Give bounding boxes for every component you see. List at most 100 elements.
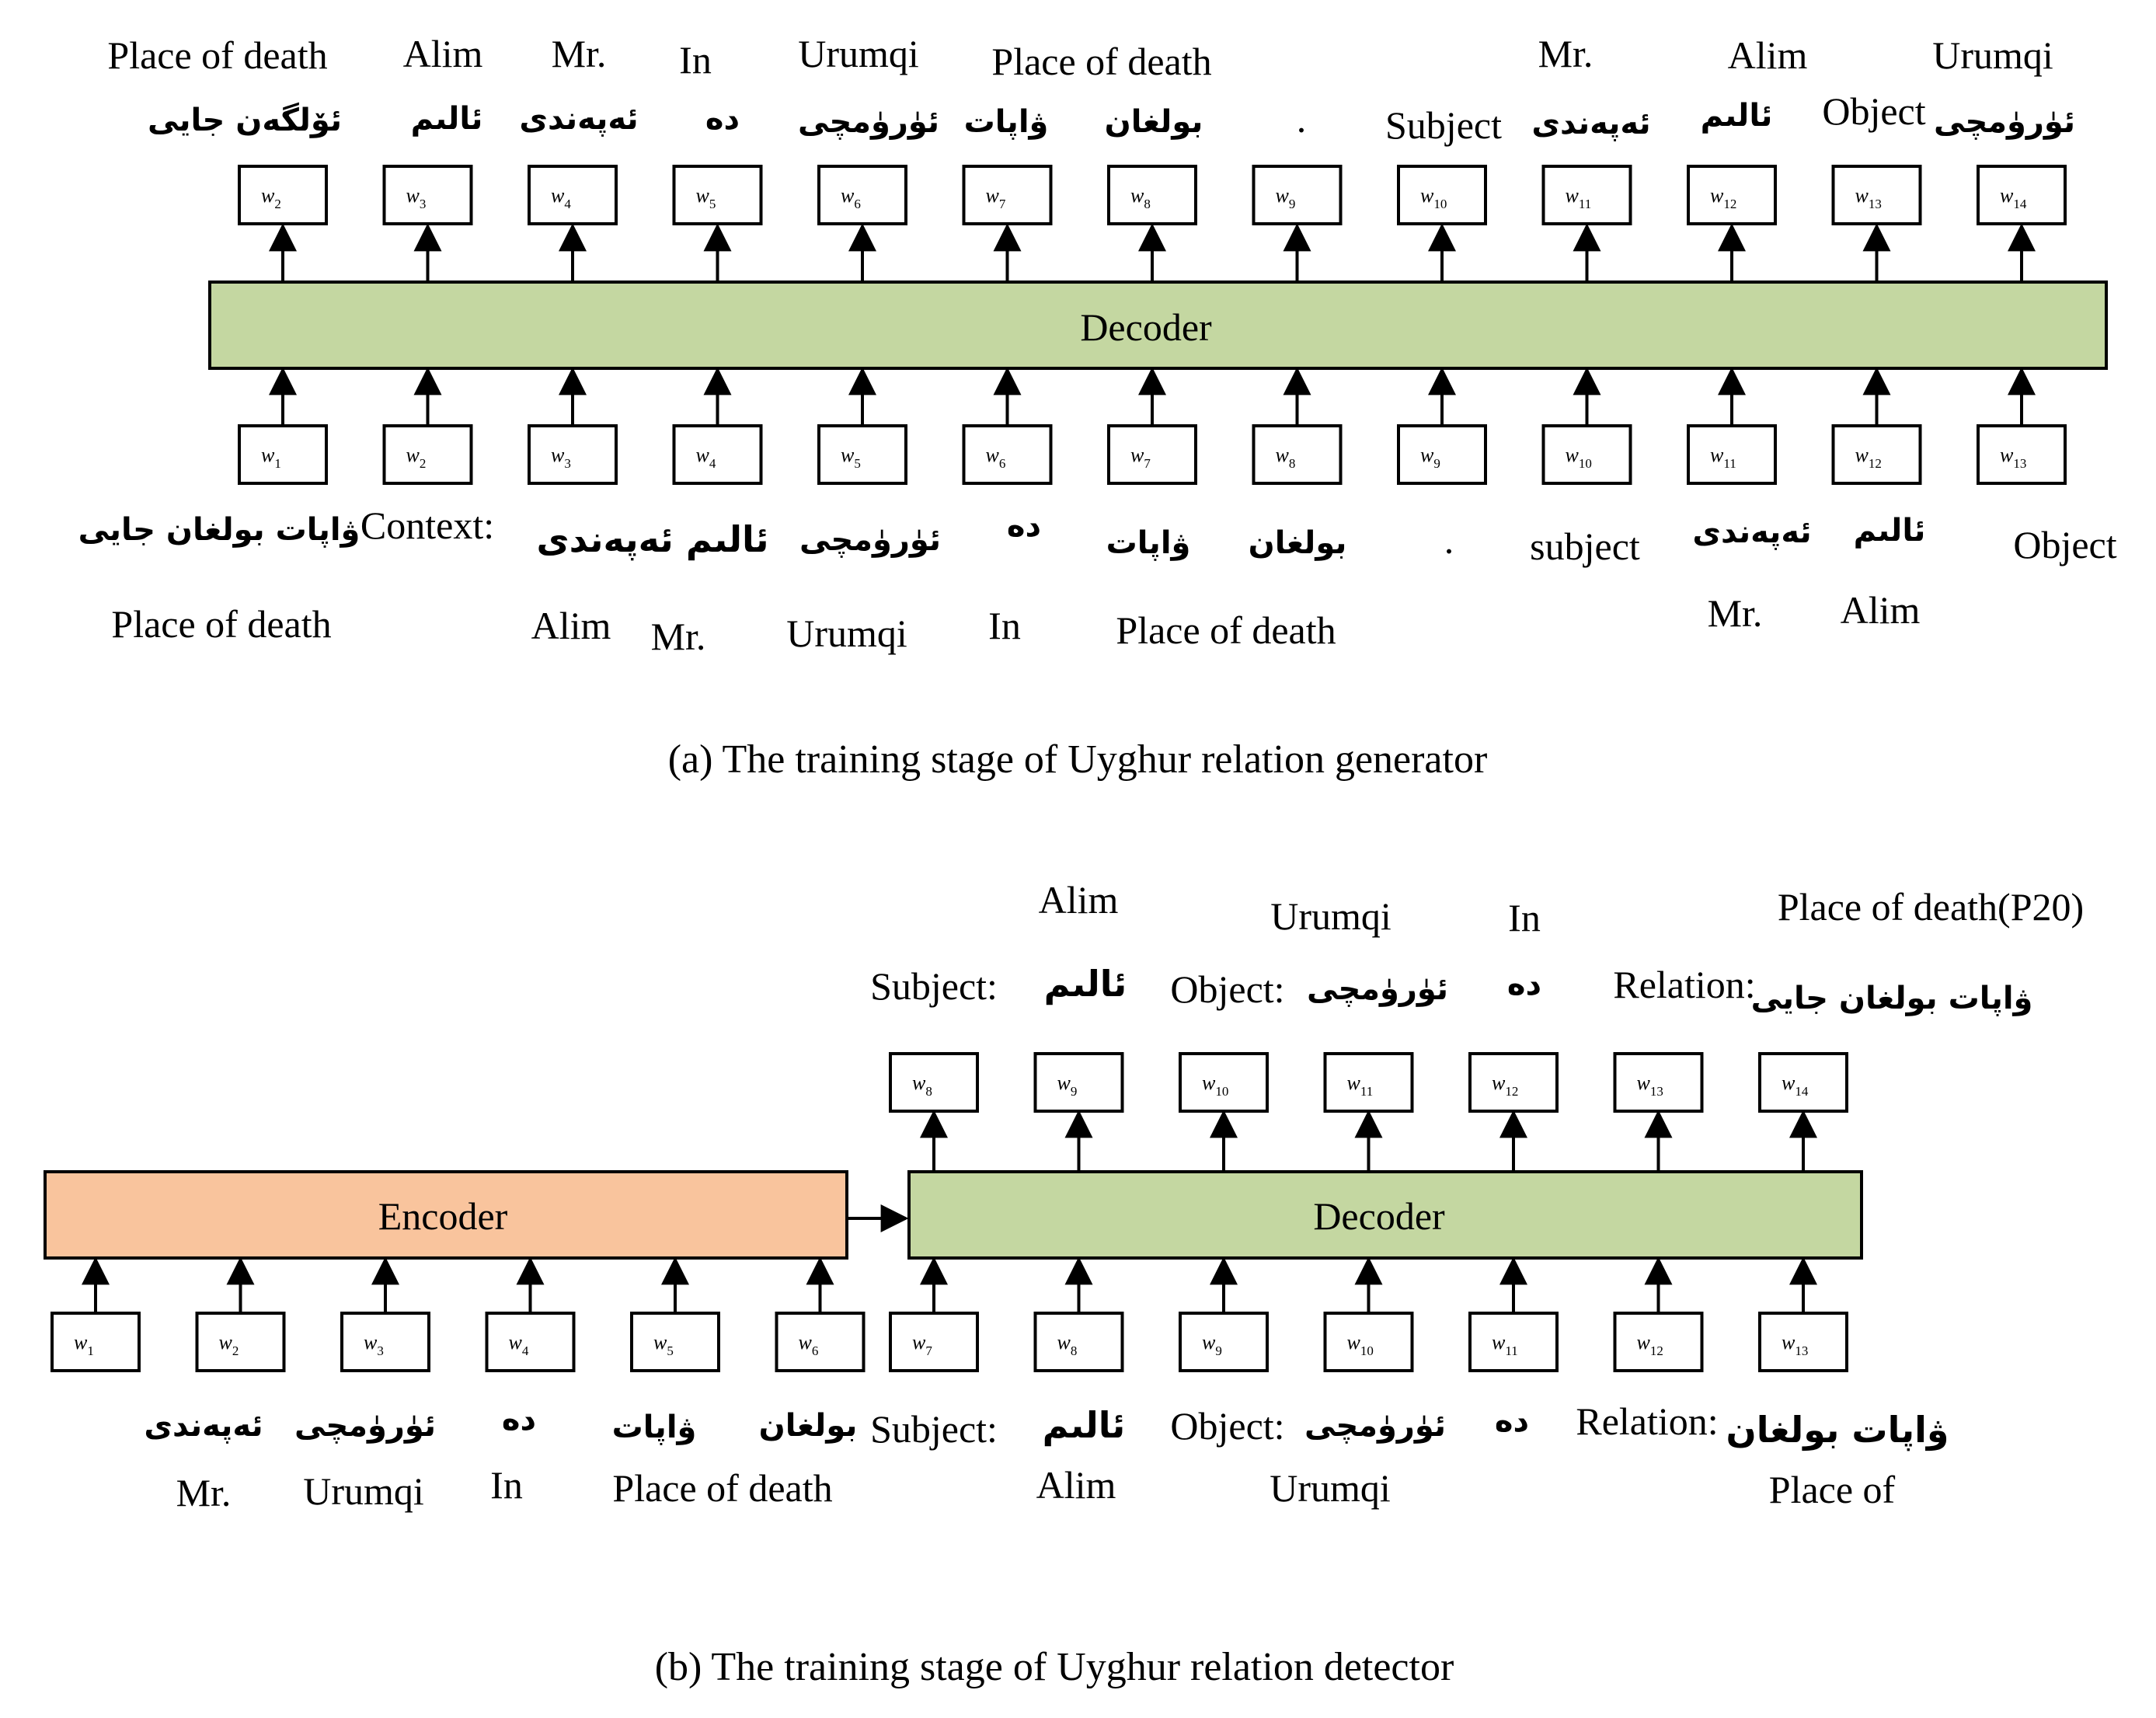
b-decoder-input-token-box-5 bbox=[1613, 1312, 1704, 1372]
a-input-token-label-2: w3 bbox=[551, 444, 571, 471]
a-bot-word-8: subject bbox=[1530, 524, 1640, 568]
a-output-token-label-base-5: w bbox=[986, 184, 1000, 207]
a-top-en-5: Place of death bbox=[991, 40, 1211, 83]
a-output-token-label-sub-2: 4 bbox=[564, 197, 571, 211]
a-input-token-label-6: w7 bbox=[1130, 444, 1151, 471]
b-output-token-label-6: w14 bbox=[1782, 1072, 1809, 1099]
a-bot-word-1: Context: bbox=[360, 504, 494, 547]
a-bot-word-11: Object bbox=[2013, 523, 2116, 566]
b-top-word-1: ئالىم bbox=[1044, 963, 1127, 1005]
b-encoder-token-box-4 bbox=[630, 1312, 720, 1372]
a-top-word-9: ئەپەندى bbox=[1531, 106, 1650, 141]
a-top-en-4: Urumqi bbox=[798, 32, 919, 75]
a-output-token-box-6 bbox=[1107, 165, 1197, 225]
b-encoder-token-box-2 bbox=[340, 1312, 430, 1372]
b-encoder-token-label-sub-3: 4 bbox=[522, 1343, 529, 1358]
panel-a-caption: (a) The training stage of Uyghur relatio… bbox=[668, 737, 1488, 782]
b-output-token-label-sub-3: 11 bbox=[1360, 1084, 1373, 1099]
b-decoder-input-token-label-5: w12 bbox=[1637, 1331, 1663, 1358]
b-top-en-1: Urumqi bbox=[1270, 894, 1391, 938]
a-output-token-label-sub-4: 6 bbox=[854, 197, 861, 211]
b-bot-word-10: Relation: bbox=[1576, 1399, 1718, 1443]
a-top-word-1: ئالىم bbox=[411, 101, 483, 137]
a-bot-en-0: Place of death bbox=[111, 602, 331, 646]
a-output-token-label-base-6: w bbox=[1130, 184, 1144, 207]
b-output-token-label-base-6: w bbox=[1782, 1072, 1796, 1094]
a-input-token-label-base-5: w bbox=[986, 444, 1000, 466]
b-decoder-input-token-box-3 bbox=[1323, 1312, 1414, 1372]
a-input-token-label-sub-6: 7 bbox=[1144, 456, 1151, 471]
b-decoder-input-token-label-base-6: w bbox=[1782, 1331, 1796, 1354]
a-input-token-label-7: w8 bbox=[1276, 444, 1296, 471]
panel-b-encoder-label: Encoder bbox=[378, 1194, 508, 1238]
b-top-en-2: In bbox=[1508, 896, 1541, 939]
a-output-token-label-sub-6: 8 bbox=[1144, 197, 1151, 211]
a-output-token-label-base-7: w bbox=[1276, 184, 1290, 207]
a-input-token-label-sub-7: 8 bbox=[1289, 456, 1296, 471]
a-output-token-label-base-3: w bbox=[696, 184, 710, 207]
panel-b-decoder-label: Decoder bbox=[1313, 1194, 1445, 1238]
a-input-token-box-1 bbox=[382, 424, 473, 485]
a-input-token-box-7 bbox=[1252, 424, 1343, 485]
a-output-token-label-base-9: w bbox=[1566, 184, 1580, 207]
b-encoder-token-box-3 bbox=[485, 1312, 576, 1372]
b-decoder-input-token-box-0 bbox=[889, 1312, 979, 1372]
a-top-word-7: . bbox=[1297, 97, 1307, 141]
a-top-en-3: In bbox=[679, 38, 712, 82]
b-bot-word-8: ئۈرۈمچى bbox=[1304, 1408, 1446, 1444]
b-decoder-input-token-label-sub-4: 11 bbox=[1505, 1343, 1517, 1358]
panel-b-bottom-words: ئەپەندى ئۈرۈمچى دە ۋاپات بولغان Subject:… bbox=[144, 1399, 1949, 1451]
a-output-token-label-base-4: w bbox=[841, 184, 855, 207]
b-encoder-token-label-3: w4 bbox=[509, 1331, 529, 1358]
a-output-token-label-1: w3 bbox=[406, 184, 427, 211]
b-encoder-token-box-1 bbox=[195, 1312, 286, 1372]
b-output-token-box-4 bbox=[1468, 1052, 1559, 1113]
b-output-token-label-5: w13 bbox=[1637, 1072, 1663, 1099]
a-output-token-label-11: w13 bbox=[1855, 184, 1882, 211]
a-input-token-box-2 bbox=[528, 424, 618, 485]
b-output-token-label-sub-5: 13 bbox=[1650, 1084, 1663, 1099]
b-bot-en-1: Urumqi bbox=[303, 1469, 424, 1513]
a-input-token-label-sub-1: 2 bbox=[420, 456, 427, 471]
a-output-token-label-base-8: w bbox=[1420, 184, 1434, 207]
panel-b-top-words: Subject: ئالىم Object: ئۈرۈمچى دە Relati… bbox=[870, 963, 2032, 1016]
a-output-token-label-sub-5: 7 bbox=[999, 197, 1006, 211]
a-output-token-box-9 bbox=[1541, 165, 1632, 225]
a-input-token-label-0: w1 bbox=[261, 444, 281, 471]
a-output-token-label-base-11: w bbox=[1855, 184, 1869, 207]
a-input-token-label-base-11: w bbox=[1855, 444, 1869, 466]
b-top-word-2: Object: bbox=[1170, 967, 1284, 1011]
b-encoder-token-label-base-2: w bbox=[364, 1331, 378, 1354]
a-input-token-label-sub-3: 4 bbox=[709, 456, 716, 471]
panel-a-top-words: ئۆلگەن جايى ئالىم ئەپەندى دە ئۈرۈمچى ۋاپ… bbox=[148, 89, 2075, 147]
a-output-token-label-10: w12 bbox=[1710, 184, 1736, 211]
b-decoder-input-token-box-2 bbox=[1179, 1312, 1269, 1372]
panel-b-caption: (b) The training stage of Uyghur relatio… bbox=[655, 1645, 1454, 1689]
b-bot-word-7: Object: bbox=[1170, 1404, 1284, 1448]
b-top-word-6: ۋاپات بولغان جايى bbox=[1751, 981, 2033, 1016]
a-input-token-box-3 bbox=[672, 424, 763, 485]
b-bot-en-0: Mr. bbox=[176, 1471, 232, 1514]
a-input-token-label-5: w6 bbox=[986, 444, 1006, 471]
a-output-token-box-8 bbox=[1397, 165, 1487, 225]
a-output-token-label-sub-9: 11 bbox=[1579, 197, 1591, 211]
a-input-token-label-4: w5 bbox=[841, 444, 861, 471]
a-output-token-label-8: w10 bbox=[1420, 184, 1447, 211]
b-decoder-input-token-label-sub-2: 9 bbox=[1215, 1343, 1222, 1358]
a-output-token-box-0 bbox=[238, 165, 328, 225]
a-top-word-12: ئۈرۈمچى bbox=[1934, 104, 2075, 140]
b-decoder-input-token-label-sub-0: 7 bbox=[925, 1343, 932, 1358]
b-encoder-token-label-base-5: w bbox=[799, 1331, 813, 1354]
a-output-token-label-0: w2 bbox=[261, 184, 281, 211]
panel-a-bottom-english: Place of death Alim Mr. Urumqi In Place … bbox=[111, 588, 1920, 658]
a-output-token-label-base-10: w bbox=[1710, 184, 1724, 207]
a-top-word-4: ئۈرۈمچى bbox=[798, 104, 939, 140]
b-top-word-4: دە bbox=[1507, 967, 1541, 1002]
a-top-word-6: بولغان bbox=[1105, 104, 1203, 140]
a-output-token-box-4 bbox=[817, 165, 907, 225]
a-input-token-label-sub-12: 13 bbox=[2013, 456, 2026, 471]
b-decoder-input-token-label-sub-6: 13 bbox=[1795, 1343, 1808, 1358]
a-input-token-label-base-7: w bbox=[1276, 444, 1290, 466]
a-input-token-label-base-12: w bbox=[2000, 444, 2014, 466]
